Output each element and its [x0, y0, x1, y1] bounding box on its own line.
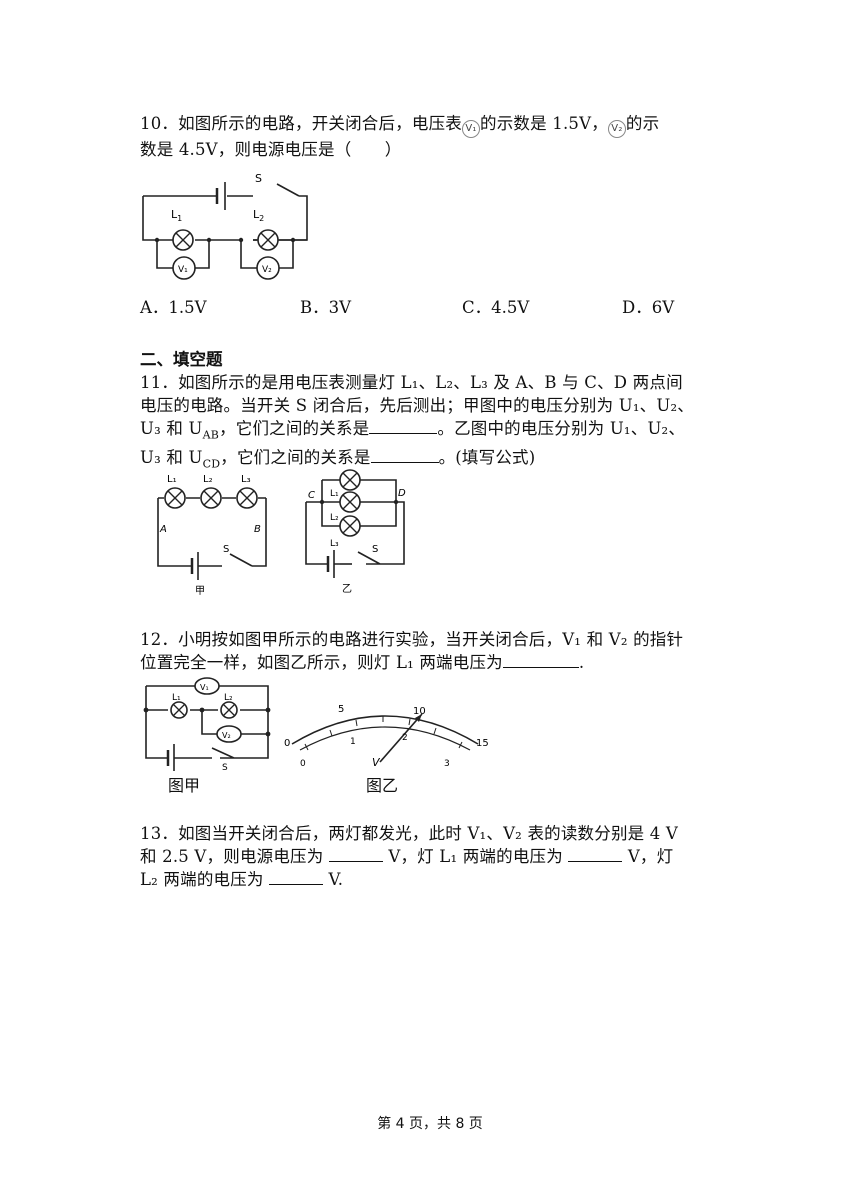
- svg-text:10: 10: [413, 706, 426, 717]
- svg-text:S: S: [222, 763, 228, 771]
- question-11-line-2: 电压的电路。当开关 S 闭合后，先后测出；甲图中的电压分别为 U₁、U₂、: [140, 396, 694, 415]
- svg-text:S: S: [223, 544, 229, 555]
- answer-blank[interactable]: [328, 847, 383, 862]
- voltmeter-v2-label: V₂: [262, 265, 272, 275]
- svg-text:L₁: L₁: [167, 474, 177, 485]
- question-12-line-2: 位置完全一样，如图乙所示，则灯 L₁ 两端电压为.: [140, 653, 585, 672]
- voltmeter-v1-icon: V₁: [462, 120, 480, 138]
- answer-blank[interactable]: [369, 419, 438, 434]
- voltmeter-v2-icon: [216, 725, 242, 743]
- svg-text:1: 1: [350, 737, 356, 747]
- voltmeter-v2-icon: V₂: [607, 120, 626, 138]
- figure-caption: 乙: [342, 583, 352, 595]
- svg-text:D: D: [398, 488, 406, 499]
- q10-circuit-diagram: S L1 L2 V₁ V₂: [142, 172, 308, 280]
- q11-circuit-yi: C D L₁ L₂ L₃ S 乙: [305, 469, 406, 595]
- q11-circuit-jia: L₁ L₂ L₃ A B S 甲: [157, 474, 267, 597]
- svg-text:A: A: [159, 524, 167, 535]
- svg-text:2: 2: [402, 733, 408, 743]
- question-11-line-3: U₃ 和 UAB，它们之间的关系是。乙图中的电压分别为 U₁、U₂、: [140, 419, 686, 442]
- svg-text:L₂: L₂: [330, 513, 339, 523]
- dial-needle: [379, 713, 423, 763]
- figure-caption: 甲: [195, 586, 205, 597]
- svg-text:V₂: V₂: [222, 731, 231, 740]
- question-13-line-3: L₂ 两端的电压为 V.: [140, 870, 344, 889]
- figure-caption: 图甲: [168, 776, 201, 795]
- answer-blank[interactable]: [269, 870, 324, 885]
- svg-text:L₁: L₁: [172, 693, 181, 703]
- question-10-line-2: 数是 4.5V，则电源电压是（ ）: [140, 140, 402, 159]
- question-11: 11．如图所示的是用电压表测量灯 L₁、L₂、L₃ 及 A、B 与 C、D 两点…: [140, 371, 720, 476]
- svg-text:V: V: [372, 756, 381, 769]
- section-heading: 二、填空题: [140, 350, 223, 369]
- voltmeter-v1-label: V₁: [178, 265, 188, 275]
- option-a[interactable]: A．1.5V: [140, 298, 207, 317]
- svg-text:S: S: [372, 544, 378, 555]
- svg-text:15: 15: [476, 738, 489, 749]
- svg-text:V₁: V₁: [200, 683, 209, 692]
- switch-label: S: [255, 172, 262, 185]
- svg-text:0: 0: [284, 738, 290, 749]
- svg-text:5: 5: [338, 704, 344, 715]
- q12-circuit-jia: V₁ V₂ L₁ L₂ S: [143, 677, 271, 771]
- svg-text:L₃: L₃: [241, 474, 251, 485]
- svg-text:L₃: L₃: [330, 539, 339, 549]
- option-c[interactable]: C．4.5V: [462, 298, 530, 317]
- svg-text:L₂: L₂: [224, 693, 233, 703]
- lamp-l2-label: L2: [253, 208, 264, 223]
- svg-text:3: 3: [444, 759, 450, 769]
- question-13: 13．如图当开关闭合后，两灯都发光，此时 V₁、V₂ 表的读数分别是 4 V 和…: [140, 822, 720, 891]
- question-11-line-1: 11．如图所示的是用电压表测量灯 L₁、L₂、L₃ 及 A、B 与 C、D 两点…: [140, 373, 683, 392]
- question-11-line-4: U₃ 和 UCD，它们之间的关系是。(填写公式): [140, 448, 536, 471]
- answer-blank[interactable]: [568, 847, 623, 862]
- figure-caption: 图乙: [366, 776, 399, 795]
- answer-blank[interactable]: [502, 653, 579, 668]
- option-b[interactable]: B．3V: [300, 298, 352, 317]
- svg-text:L₂: L₂: [203, 474, 213, 485]
- question-12-line-1: 12．小明按如图甲所示的电路进行实验，当开关闭合后，V₁ 和 V₂ 的指针: [140, 630, 684, 649]
- lamp-l1-label: L1: [171, 208, 182, 223]
- voltmeter-v2-icon: [256, 256, 280, 280]
- answer-blank[interactable]: [370, 448, 439, 464]
- svg-text:B: B: [254, 524, 261, 535]
- svg-text:0: 0: [300, 759, 306, 769]
- svg-text:L₁: L₁: [330, 489, 339, 499]
- question-13-line-1: 13．如图当开关闭合后，两灯都发光，此时 V₁、V₂ 表的读数分别是 4 V: [140, 824, 679, 843]
- page-footer: 第 4 页，共 8 页: [377, 1116, 483, 1132]
- voltmeter-v1-icon: [194, 677, 220, 695]
- svg-text:C: C: [308, 490, 315, 501]
- option-d[interactable]: D．6V: [622, 298, 675, 317]
- voltmeter-v1-icon: [172, 256, 196, 280]
- q12-voltmeter-dial: 0 5 10 15 0 1 2 3 V: [284, 704, 489, 769]
- question-13-line-2: 和 2.5 V，则电源电压为 V，灯 L₁ 两端的电压为 V，灯: [140, 847, 674, 866]
- question-12: 12．小明按如图甲所示的电路进行实验，当开关闭合后，V₁ 和 V₂ 的指针 位置…: [140, 628, 720, 674]
